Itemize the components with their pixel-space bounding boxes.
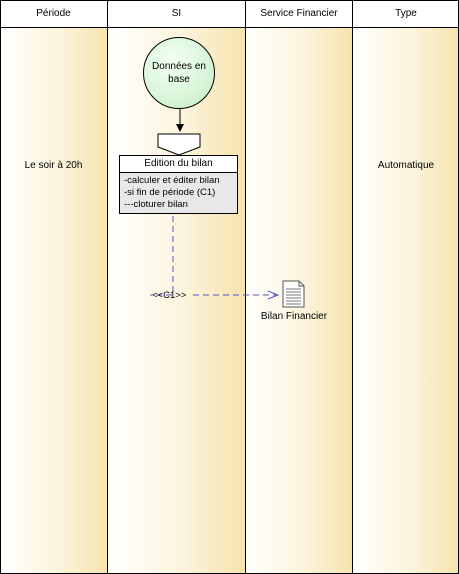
lane-text-type: Automatique [377,160,435,171]
start-node-label: Données en base [152,61,206,85]
flow-line-down [150,216,174,296]
activity-line: -si fin de période (C1) [124,187,216,198]
lane-type: Type Automatique [353,0,459,574]
activity-line: -calculer et éditer bilan [124,175,220,186]
lane-header-si: SI [108,0,245,28]
flow-arrow-head [267,290,280,300]
lane-header-type: Type [353,0,459,28]
lane-header-service-financier: Service Financier [246,0,352,28]
document-icon [282,280,305,308]
lane-header-periode: Période [0,0,107,28]
start-node[interactable]: Données en base [143,37,215,109]
activity-line: ---cloturer bilan [124,199,188,210]
document-label: Bilan Financier [260,311,328,322]
off-page-connector [157,133,201,156]
flow-condition-label: <<C1>> [152,290,187,301]
activity-title: Edition du bilan [120,156,237,173]
activity-lines: -calculer et éditer bilan -si fin de pér… [120,173,237,211]
lane-text-periode: Le soir à 20h [24,160,83,171]
activity-box[interactable]: Edition du bilan -calculer et éditer bil… [119,155,238,214]
start-arrow-head [176,124,184,132]
lane-periode: Période Le soir à 20h [0,0,108,574]
